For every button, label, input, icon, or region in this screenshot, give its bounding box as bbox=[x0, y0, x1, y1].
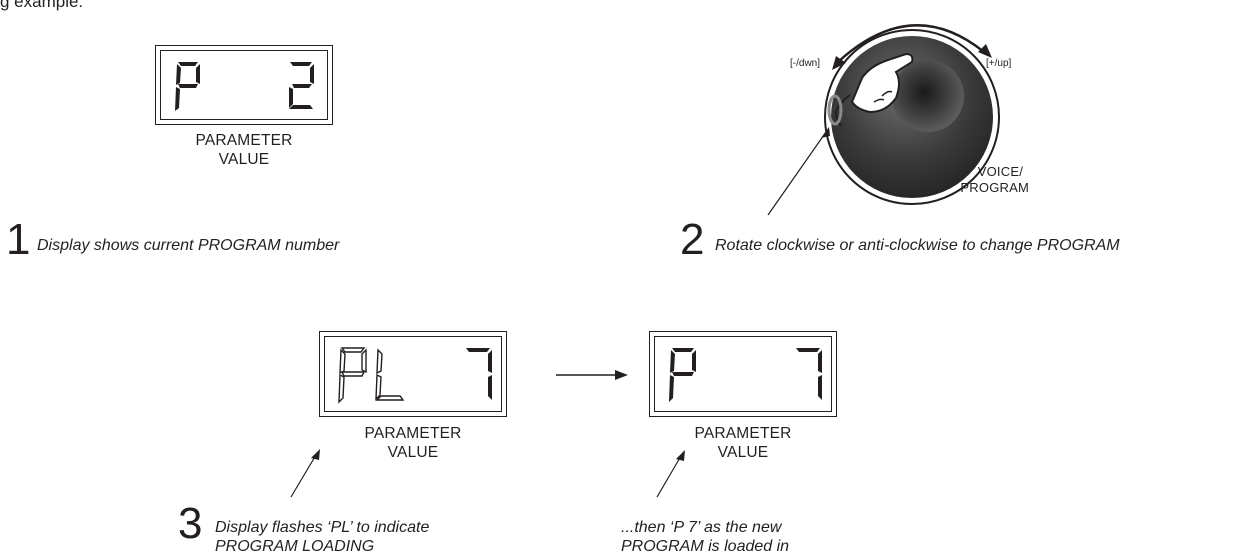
lcd-char-l-outline bbox=[375, 348, 405, 401]
pointer-arrowhead-step3b-icon bbox=[676, 450, 685, 461]
step-1-number: 1 bbox=[6, 215, 31, 264]
transition-arrow-icon bbox=[615, 370, 628, 380]
lcd-char-7 bbox=[466, 348, 492, 400]
pointer-arrowhead-step2-icon bbox=[821, 127, 830, 138]
step-3b-caption: ...then ‘P 7’ as the new PROGRAM is load… bbox=[621, 518, 789, 556]
knob-name-line2: PROGRAM bbox=[960, 180, 1029, 195]
lcd-display-step3 bbox=[319, 331, 507, 417]
parameter-label-step1: PARAMETER VALUE bbox=[160, 131, 328, 169]
step-2-caption: Rotate clockwise or anti-clockwise to ch… bbox=[715, 237, 1120, 254]
knob-minus-label: [-/dwn] bbox=[790, 58, 821, 69]
knob-name-line1: VOICE/ bbox=[977, 164, 1023, 179]
pointer-arrowhead-step3-icon bbox=[311, 449, 320, 460]
lcd-char-2 bbox=[289, 62, 314, 109]
parameter-label-step3: PARAMETER VALUE bbox=[329, 424, 497, 462]
parameter-label-line1: PARAMETER bbox=[195, 132, 293, 149]
step-3-caption-line2: PROGRAM LOADING bbox=[215, 538, 375, 555]
knob-name-label: VOICE/ PROGRAM bbox=[917, 164, 1029, 196]
step-3-caption: Display flashes ‘PL’ to indicate PROGRAM… bbox=[215, 518, 429, 556]
parameter-label-step3b: PARAMETER VALUE bbox=[659, 424, 827, 462]
parameter-label-line1: PARAMETER bbox=[694, 425, 792, 442]
rotation-arrow-right-icon bbox=[978, 44, 992, 58]
step-3b-caption-line2: PROGRAM is loaded in bbox=[621, 538, 790, 555]
step-3-number: 3 bbox=[178, 499, 203, 548]
intro-text: g example: bbox=[0, 0, 84, 11]
pointer-line-step3 bbox=[290, 454, 317, 498]
lcd-digits-step3 bbox=[338, 347, 492, 404]
lcd-char-p-outline bbox=[338, 347, 367, 404]
lcd-digits-step1 bbox=[175, 62, 314, 111]
step-1-caption: Display shows current PROGRAM number bbox=[37, 237, 340, 254]
parameter-label-line2: VALUE bbox=[387, 444, 439, 461]
lcd-char-p bbox=[175, 62, 200, 111]
lcd-char-7 bbox=[796, 348, 822, 400]
parameter-label-line1: PARAMETER bbox=[364, 425, 462, 442]
step-3-caption-line1: Display flashes ‘PL’ to indicate bbox=[215, 519, 430, 536]
lcd-display-step1 bbox=[155, 45, 333, 125]
knob-plus-label: [+/up] bbox=[986, 58, 1012, 69]
parameter-label-line2: VALUE bbox=[717, 444, 769, 461]
rotation-arrow-left-icon bbox=[832, 56, 846, 70]
lcd-digits-step3b bbox=[669, 348, 822, 402]
step-2-number: 2 bbox=[680, 215, 705, 264]
rotation-arc bbox=[837, 24, 985, 63]
lcd-display-step3b bbox=[649, 331, 837, 417]
parameter-label-line2: VALUE bbox=[218, 151, 270, 168]
pointer-line-step3b bbox=[656, 455, 682, 498]
step-3b-caption-line1: ...then ‘P 7’ as the new bbox=[621, 519, 782, 536]
finger-ring bbox=[827, 94, 843, 126]
pointer-line-step2 bbox=[767, 131, 827, 216]
knob-cap bbox=[892, 60, 964, 132]
lcd-char-p bbox=[669, 348, 696, 402]
